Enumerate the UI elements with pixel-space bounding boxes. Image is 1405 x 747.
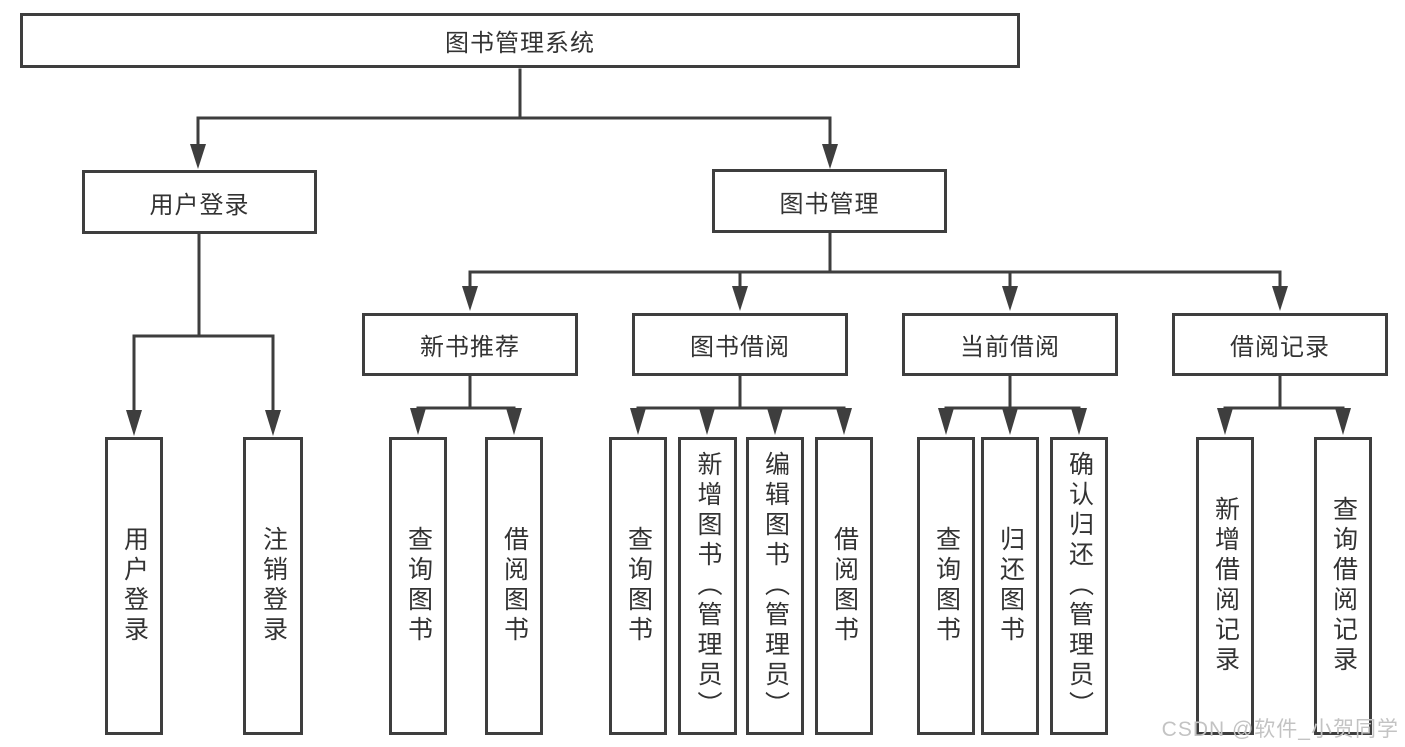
node-label: 用户登录 xyxy=(120,526,149,646)
leaf-confirm-return-admin: 确认归还（管理员） xyxy=(1050,437,1108,735)
connector-current-borrowing-children xyxy=(938,374,1087,435)
node-label: 新书推荐 xyxy=(420,334,520,361)
node-current-borrowing: 当前借阅 xyxy=(902,313,1118,376)
leaf-query-books-current: 查询图书 xyxy=(917,437,975,735)
leaf-query-borrow-record: 查询借阅记录 xyxy=(1314,437,1372,735)
leaf-add-borrow-record: 新增借阅记录 xyxy=(1196,437,1254,735)
leaf-query-books-recommend: 查询图书 xyxy=(389,437,447,735)
node-label: 新增借阅记录 xyxy=(1211,496,1240,676)
node-label: 用户登录 xyxy=(149,191,250,219)
node-label: 注销登录 xyxy=(259,526,288,646)
node-label: 查询图书 xyxy=(404,526,433,646)
node-book-borrowing: 图书借阅 xyxy=(632,313,848,376)
node-new-book-recommend: 新书推荐 xyxy=(362,313,578,376)
node-label: 查询图书 xyxy=(624,526,653,646)
leaf-logout: 注销登录 xyxy=(243,437,303,735)
connector-book-management-children xyxy=(462,231,1288,311)
node-label: 确认归还（管理员） xyxy=(1065,451,1094,721)
leaf-borrow-books: 借阅图书 xyxy=(815,437,873,735)
node-label: 查询图书 xyxy=(932,526,961,646)
node-user-login: 用户登录 xyxy=(82,170,317,234)
connector-new-book-recommend-children xyxy=(410,374,522,435)
connector-borrowing-records-children xyxy=(1217,374,1351,435)
node-label: 编辑图书（管理员） xyxy=(761,451,790,721)
node-borrowing-records: 借阅记录 xyxy=(1172,313,1388,376)
node-book-management: 图书管理 xyxy=(712,169,947,233)
node-label: 借阅记录 xyxy=(1230,334,1330,361)
connector-book-borrowing-children xyxy=(630,374,852,435)
leaf-return-books: 归还图书 xyxy=(981,437,1039,735)
connector-root-to-level2 xyxy=(190,68,838,169)
node-label: 借阅图书 xyxy=(830,526,859,646)
node-label: 查询借阅记录 xyxy=(1329,496,1358,676)
leaf-add-book-admin: 新增图书（管理员） xyxy=(678,437,737,735)
csdn-watermark: CSDN @软件_小贺同学 xyxy=(1161,718,1399,741)
node-label: 图书管理 xyxy=(779,190,880,218)
connector-user-login-children xyxy=(126,232,281,436)
node-label: 借阅图书 xyxy=(500,526,529,646)
leaf-borrow-books-recommend: 借阅图书 xyxy=(485,437,543,735)
leaf-edit-book-admin: 编辑图书（管理员） xyxy=(746,437,804,735)
node-label: 图书管理系统 xyxy=(445,30,595,57)
node-label: 图书借阅 xyxy=(690,334,790,361)
node-library-management-system: 图书管理系统 xyxy=(20,13,1020,68)
leaf-query-books-borrow: 查询图书 xyxy=(609,437,667,735)
leaf-user-login: 用户登录 xyxy=(105,437,163,735)
node-label: 新增图书（管理员） xyxy=(694,451,722,721)
node-label: 当前借阅 xyxy=(960,334,1060,361)
node-label: 归还图书 xyxy=(996,526,1025,646)
